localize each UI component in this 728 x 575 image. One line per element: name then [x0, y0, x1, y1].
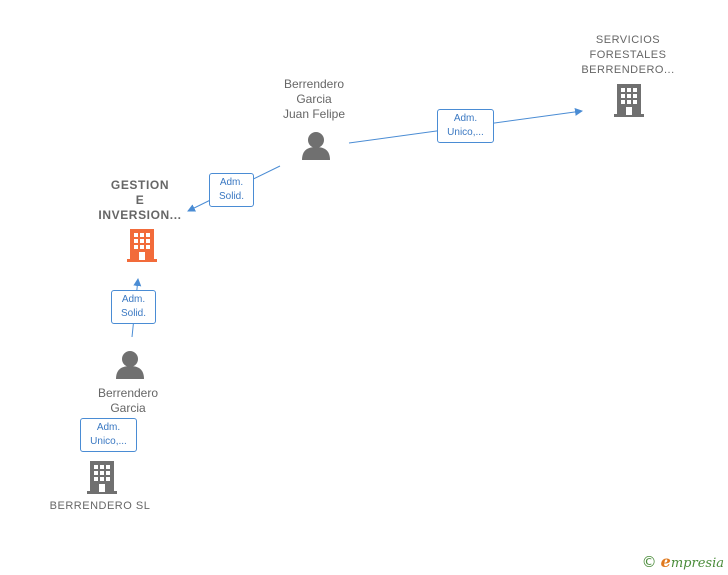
edge-label-line: Solid. [120, 308, 146, 319]
node-label-line: Berrendero [283, 77, 345, 91]
person-icon[interactable] [302, 132, 330, 160]
brand-logo-e: e [660, 552, 671, 571]
edge-label-juan-servicios[interactable]: Adm. Unico,... [437, 109, 494, 143]
brand-logo[interactable]: empresia [661, 552, 724, 571]
node-label-line: E [135, 193, 145, 207]
edge-label-person2-gestion[interactable]: Adm. Solid. [111, 290, 156, 324]
node-label-line: Garcia [110, 401, 146, 415]
edge-label-line: Adm. [219, 177, 244, 188]
edge-label-line: Solid. [218, 191, 244, 202]
edge-label-line: Unico,... [447, 127, 484, 138]
node-label-line: BERRENDERO SL [49, 500, 151, 512]
edge-label-line: Adm. [453, 113, 478, 124]
node-label-servicios[interactable]: SERVICIOS FORESTALES BERRENDERO... [568, 33, 688, 78]
node-label-gestion[interactable]: GESTION E INVERSION... [90, 178, 190, 223]
node-label-line: Juan Felipe [282, 107, 346, 121]
node-label-juan-felipe[interactable]: Berrendero Garcia Juan Felipe [264, 77, 364, 122]
node-label-line: FORESTALES [589, 49, 667, 61]
edge-label-person2-berrendero[interactable]: Adm. Unico,... [80, 418, 137, 452]
building-icon[interactable] [614, 84, 644, 117]
edge-label-line: Unico,... [90, 436, 127, 447]
building-icon-highlight[interactable] [127, 229, 157, 262]
brand-logo-rest: mpresia [670, 556, 724, 571]
node-label-berrendero-sl[interactable]: BERRENDERO SL [40, 499, 160, 514]
node-label-line: Berrendero [97, 386, 159, 400]
node-label-line: SERVICIOS [595, 34, 661, 46]
edge-label-juan-gestion[interactable]: Adm. Solid. [209, 173, 254, 207]
edge-label-line: Adm. [121, 294, 146, 305]
node-label-line: GESTION [110, 178, 170, 192]
node-label-line: BERRENDERO... [581, 64, 675, 76]
node-label-line: INVERSION... [98, 208, 182, 222]
footer-branding: © empresia [642, 552, 724, 571]
edge-label-line: Adm. [96, 422, 121, 433]
building-icon[interactable] [87, 461, 117, 494]
person-icon[interactable] [116, 351, 144, 379]
copyright-symbol: © [641, 552, 657, 571]
node-label-line: Garcia [296, 92, 332, 106]
